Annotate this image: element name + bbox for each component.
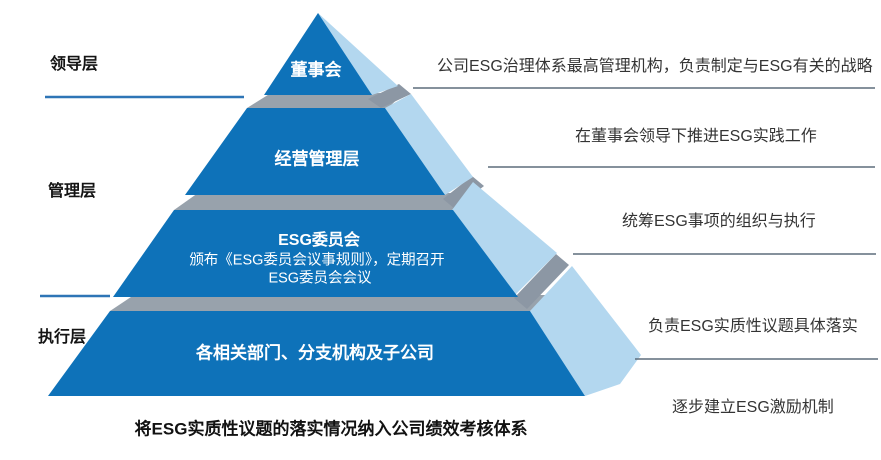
annotation-execution-role: 负责ESG实质性议题具体落实 bbox=[648, 318, 858, 335]
side-face-level1 bbox=[318, 13, 398, 95]
level4-title-departments: 各相关部门、分支机构及子公司 bbox=[196, 343, 434, 363]
tier-label-management: 管理层 bbox=[48, 183, 97, 200]
pyramid-level4-face bbox=[48, 311, 585, 396]
annotation-incentive-mechanism: 逐步建立ESG激励机制 bbox=[672, 399, 834, 416]
side-face-level2 bbox=[385, 94, 473, 195]
step-band-level2 bbox=[247, 93, 404, 108]
step-stripe-level2 bbox=[368, 84, 411, 108]
level3-detail-line1: 颁布《ESG委员会议事规则》，定期召开 bbox=[189, 252, 445, 269]
tier-label-leadership: 领导层 bbox=[50, 56, 99, 73]
annotation-board-role: 公司ESG治理体系最高管理机构，负责制定与ESG有关的战略 bbox=[437, 58, 873, 75]
level2-title-operating-management: 经营管理层 bbox=[274, 149, 360, 169]
annotation-esg-committee-role: 统筹ESG事项的组织与执行 bbox=[622, 213, 816, 230]
step-band-level3 bbox=[174, 193, 479, 210]
pyramid-level2-face bbox=[185, 108, 445, 195]
level3-detail-line2: ESG委员会会议 bbox=[268, 270, 372, 287]
step-band-level4 bbox=[110, 295, 554, 311]
side-face-level3 bbox=[452, 182, 557, 295]
annotation-management-role: 在董事会领导下推进ESG实践工作 bbox=[575, 128, 817, 145]
pyramid-level1-face bbox=[264, 13, 372, 95]
level1-title-board: 董事会 bbox=[290, 60, 342, 80]
step-stripe-level4 bbox=[514, 254, 569, 309]
bottom-caption: 将ESG实质性议题的落实情况纳入公司绩效考核体系 bbox=[134, 419, 528, 439]
tier-label-execution: 执行层 bbox=[38, 329, 87, 346]
level3-title-esg-committee: ESG委员会 bbox=[278, 232, 360, 249]
side-face-level4 bbox=[530, 266, 641, 396]
pyramid-level3-face bbox=[113, 210, 518, 297]
